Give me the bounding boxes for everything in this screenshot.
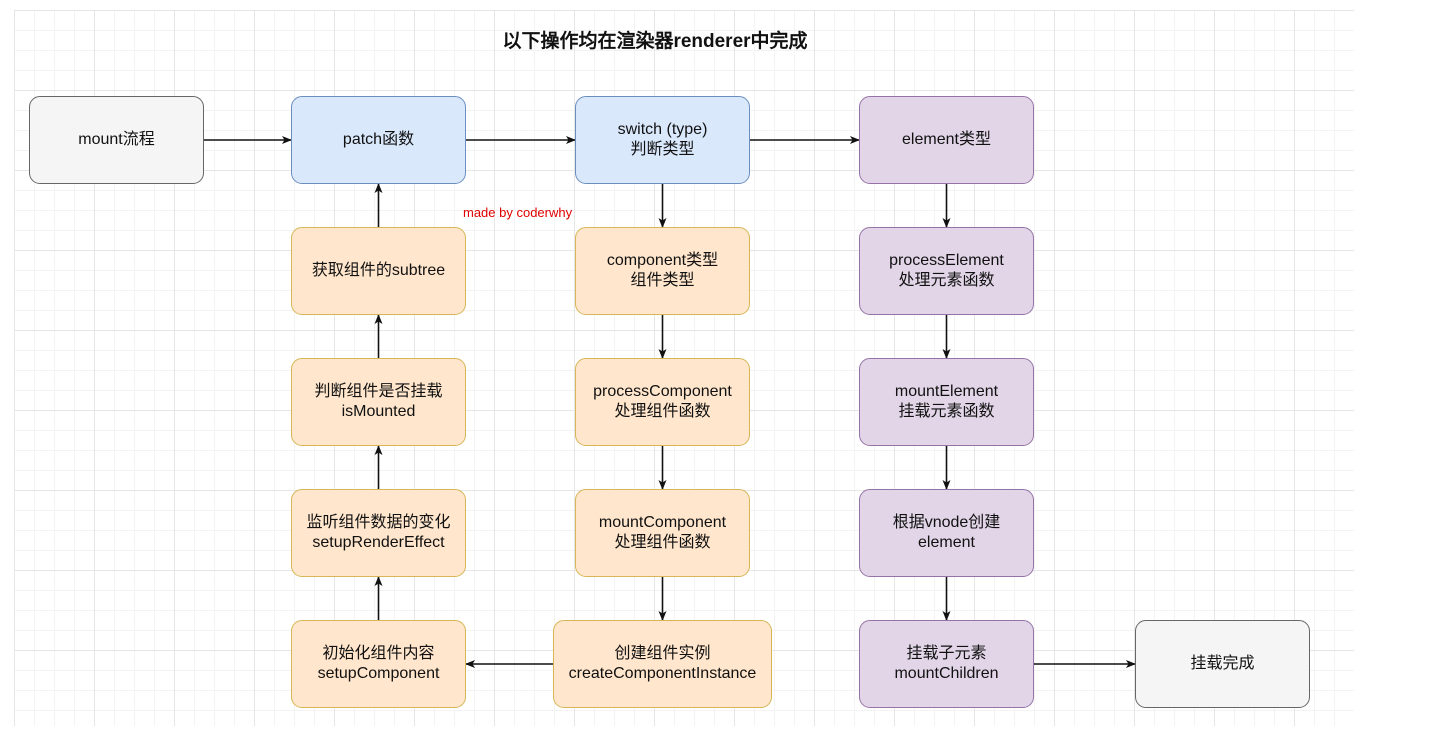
node-is-mounted: 判断组件是否挂载 isMounted [291,358,466,446]
node-line: 监听组件数据的变化 [306,514,451,531]
node-line: 处理组件函数 [614,403,711,420]
node-line: 获取组件的subtree [311,262,446,279]
watermark-text: made by coderwhy [463,205,573,220]
node-line: patch函数 [342,131,415,148]
node-line: 判断组件是否挂载 [314,383,443,400]
node-line: switch (type) [617,121,708,138]
node-get-subtree: 获取组件的subtree [291,227,466,315]
node-line: mount流程 [78,131,155,148]
node-line: mountElement [894,383,999,400]
node-patch: patch函数 [291,96,466,184]
node-line: 挂载元素函数 [898,403,995,420]
node-line: 根据vnode创建 [892,514,1001,531]
node-line: mountComponent [598,514,727,531]
node-process-component: processComponent 处理组件函数 [575,358,750,446]
node-component-type: component类型 组件类型 [575,227,750,315]
node-mount-done: 挂载完成 [1135,620,1310,708]
node-switch-type: switch (type) 判断类型 [575,96,750,184]
node-line: createComponentInstance [568,665,757,682]
node-process-element: processElement 处理元素函数 [859,227,1034,315]
node-line: processElement [889,252,1004,269]
node-mount-children: 挂载子元素 mountChildren [859,620,1034,708]
node-line: isMounted [341,403,416,420]
node-create-element: 根据vnode创建 element [859,489,1034,577]
node-setup-render-effect: 监听组件数据的变化 setupRenderEffect [291,489,466,577]
node-line: setupComponent [317,665,440,682]
node-line: mountChildren [894,665,999,682]
node-line: element类型 [902,131,991,148]
node-line: component类型 [606,252,719,269]
node-line: 判断类型 [630,141,695,158]
node-line: 初始化组件内容 [322,645,435,662]
node-line: 处理组件函数 [614,534,711,551]
diagram-title: 以下操作均在渲染器renderer中完成 [502,31,808,52]
node-line: 挂载子元素 [906,645,987,662]
node-mount-element: mountElement 挂载元素函数 [859,358,1034,446]
node-mount-flow: mount流程 [29,96,204,184]
node-mount-component: mountComponent 处理组件函数 [575,489,750,577]
node-line: 处理元素函数 [898,272,995,289]
node-element-type: element类型 [859,96,1034,184]
node-line: 创建组件实例 [614,645,711,662]
node-line: 挂载完成 [1190,655,1255,672]
node-create-instance: 创建组件实例 createComponentInstance [553,620,772,708]
node-line: 组件类型 [630,272,695,289]
node-line: element [918,534,975,551]
node-setup-component: 初始化组件内容 setupComponent [291,620,466,708]
node-line: processComponent [593,383,732,400]
node-line: setupRenderEffect [312,534,445,551]
